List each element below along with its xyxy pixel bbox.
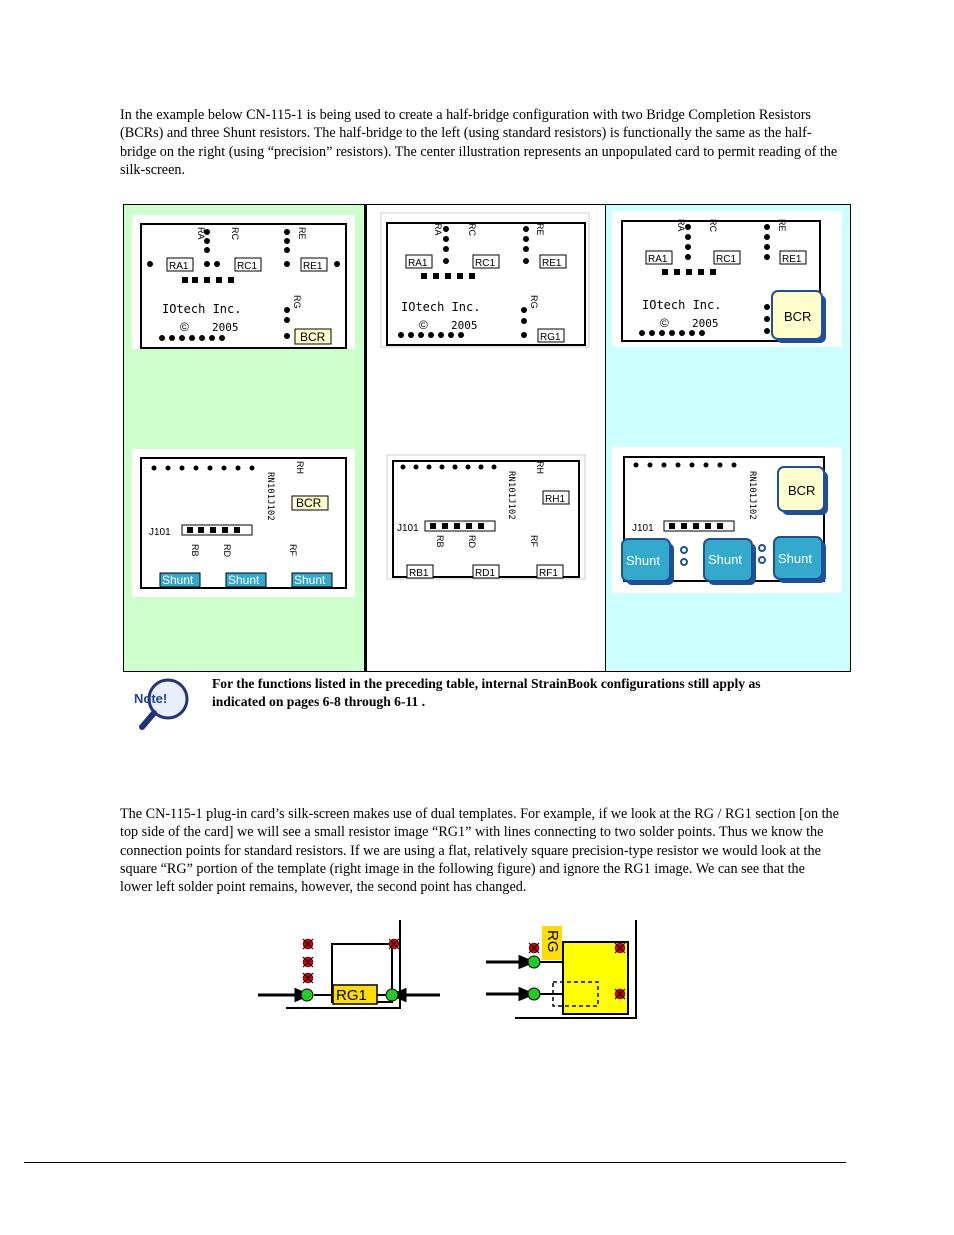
figure-label-rg: RG (544, 930, 561, 953)
right-label-j101: J101 (632, 523, 654, 534)
note-magnifier-icon: Note! (134, 678, 189, 730)
bcr-label: BCR (300, 330, 326, 344)
label-rf: RF (288, 544, 298, 556)
right-label-ra1: RA1 (648, 254, 668, 265)
center-label-rh1: RH1 (545, 494, 565, 505)
center-label-rb1: RB1 (409, 568, 429, 579)
center-label-ra: RA (433, 223, 443, 236)
label-rc: RC (230, 227, 240, 240)
label-rc1: RC1 (237, 261, 257, 272)
center-label-rg1: RG1 (540, 332, 561, 343)
left-board-svg: RA RC RE RA1 RC1 RE1 IOtech Inc. © 2005 … (132, 215, 355, 597)
shunt-label-2: Shunt (228, 573, 260, 587)
label-copyright: © (180, 320, 189, 334)
center-board-svg: RA RC RE RA1 RC1 RE1 IOtech Inc. © 2005 … (380, 212, 590, 580)
label-re: RE (297, 227, 307, 240)
right-shunt-label-3: Shunt (778, 551, 812, 566)
body-paragraph: The CN-115-1 plug-in card’s silk-screen … (120, 806, 839, 896)
label-re1: RE1 (303, 261, 323, 272)
center-label-rd: RD (467, 535, 477, 548)
rg-precision-diagram: RG (486, 920, 637, 1019)
center-label-year: 2005 (451, 319, 478, 332)
label-year: 2005 (212, 321, 239, 334)
cell-unpopulated-card: RA RC RE RA1 RC1 RE1 IOtech Inc. © 2005 … (366, 205, 606, 671)
left-top-board: RA RC RE RA1 RC1 RE1 IOtech Inc. © 2005 … (132, 215, 355, 349)
center-bottom-board: RN101J102 RH RH1 J101 RB RD RF RB1 RD1 R… (386, 454, 586, 580)
center-label-rf1: RF1 (539, 568, 558, 579)
label-company: IOtech Inc. (162, 302, 241, 316)
bcr-label-bottom: BCR (296, 496, 322, 510)
right-label-re1: RE1 (782, 254, 802, 265)
right-bcr-label-bottom: BCR (788, 483, 815, 498)
right-label-ra: RA (676, 219, 686, 232)
center-label-copyright: © (419, 318, 428, 332)
right-label-rn: RN101J102 (747, 471, 757, 520)
center-top-board: RA RC RE RA1 RC1 RE1 IOtech Inc. © 2005 … (380, 212, 590, 348)
rg-template-figure: RG1 RG (258, 920, 637, 1019)
right-label-company: IOtech Inc. (642, 298, 721, 312)
left-bottom-board: RN101J102 RH BCR J101 RB RD RF Shunt Shu… (132, 449, 355, 597)
rg1-standard-diagram: RG1 (258, 920, 440, 1009)
center-label-rn: RN101J102 (506, 471, 516, 520)
center-label-rc1: RC1 (475, 258, 495, 269)
label-rg: RG (292, 295, 302, 309)
cell-standard-resistors: RA RC RE RA1 RC1 RE1 IOtech Inc. © 2005 … (124, 205, 366, 671)
center-label-ra1: RA1 (408, 258, 428, 269)
right-shunt-label-2: Shunt (708, 552, 742, 567)
configuration-table: RA RC RE RA1 RC1 RE1 IOtech Inc. © 2005 … (123, 204, 851, 672)
center-label-rh: RH (535, 461, 545, 474)
center-label-rg: RG (529, 295, 539, 309)
right-label-year: 2005 (692, 317, 719, 330)
label-rd: RD (222, 544, 232, 557)
right-board-svg: RA RC RE RA1 RC1 RE1 IOtech Inc. © 2005 (612, 211, 842, 593)
center-label-j101: J101 (397, 523, 419, 534)
right-top-board: RA RC RE RA1 RC1 RE1 IOtech Inc. © 2005 (612, 211, 842, 347)
center-label-rf: RF (529, 535, 539, 547)
right-shunt-label-1: Shunt (626, 553, 660, 568)
shunt-label-1: Shunt (162, 573, 194, 587)
right-label-re: RE (777, 219, 787, 232)
cell-precision-resistors: RA RC RE RA1 RC1 RE1 IOtech Inc. © 2005 (606, 205, 850, 671)
footer-rule (24, 1162, 846, 1163)
right-bottom-board: RN101J102 BCR J101 Shunt Shunt Shunt (612, 447, 842, 593)
shunt-label-3: Shunt (294, 573, 326, 587)
right-label-copyright: © (660, 316, 669, 330)
right-label-rc1: RC1 (716, 254, 736, 265)
figure-label-rg1: RG1 (336, 987, 367, 1004)
right-bcr-label: BCR (784, 309, 811, 324)
center-label-rc: RC (467, 223, 477, 236)
center-label-re: RE (535, 223, 545, 236)
note-text: For the functions listed in the precedin… (212, 676, 761, 709)
label-j101: J101 (149, 527, 171, 538)
intro-paragraph: In the example below CN-115-1 is being u… (120, 107, 838, 178)
label-ra1: RA1 (169, 261, 189, 272)
label-rb: RB (190, 544, 200, 557)
center-label-re1: RE1 (542, 258, 562, 269)
center-label-rb: RB (435, 535, 445, 548)
label-rn: RN101J102 (265, 472, 275, 521)
note-icon-text: Note! (134, 691, 167, 706)
center-label-rd1: RD1 (475, 568, 495, 579)
label-ra: RA (196, 227, 206, 240)
right-label-rc: RC (708, 219, 718, 232)
label-rh: RH (295, 461, 305, 474)
center-label-company: IOtech Inc. (401, 300, 480, 314)
